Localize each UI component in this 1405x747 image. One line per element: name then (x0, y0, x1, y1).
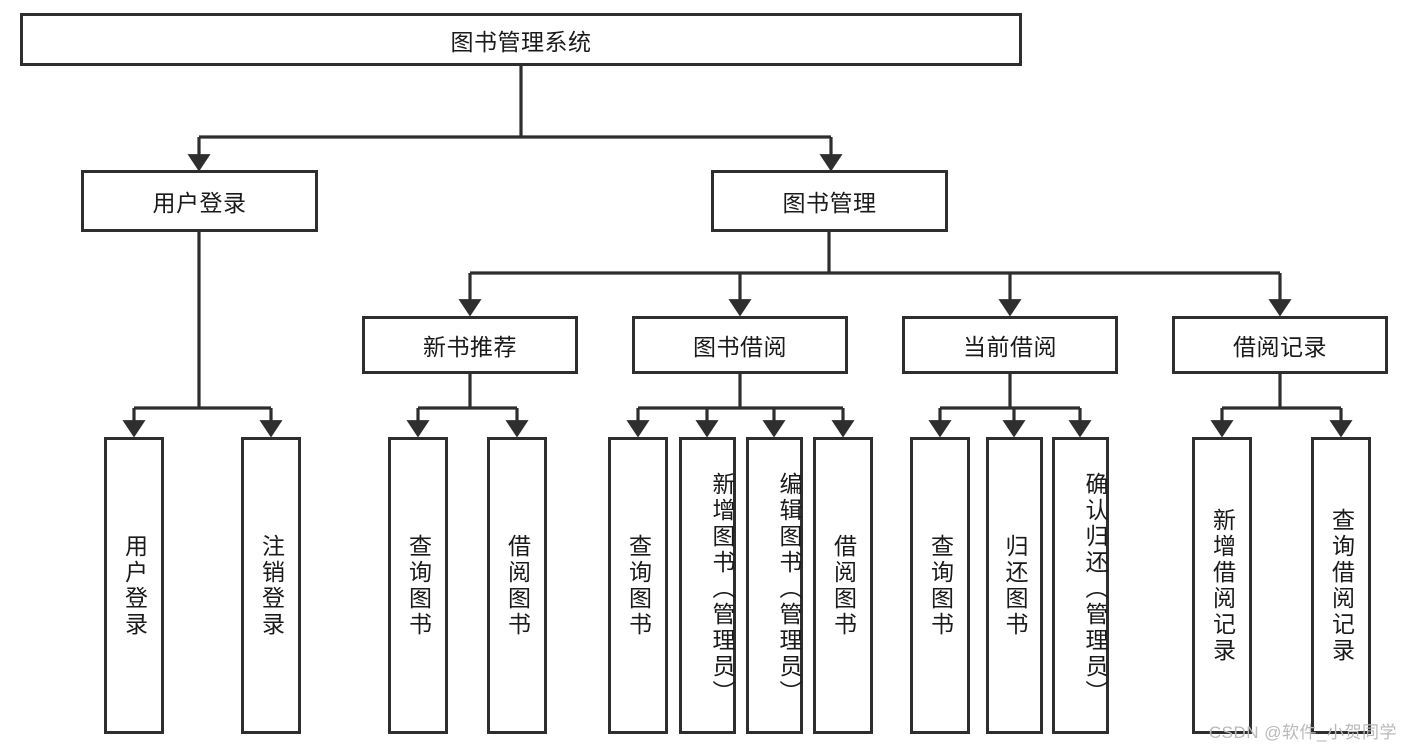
node-leaf-return-book-label: 归还图书 (1002, 533, 1028, 638)
node-leaf-borrow-book-label: 借阅图书 (830, 533, 857, 638)
node-leaf-edit-book[interactable]: 编辑图书（管理员） (746, 437, 803, 734)
node-root-label: 图书管理系统 (450, 28, 592, 55)
node-leaf-confirm-return-label: 确认归还（管理员） (1082, 471, 1108, 706)
node-leaf-user-login[interactable]: 用户登录 (104, 437, 164, 734)
node-book-borrow[interactable]: 图书借阅 (632, 316, 848, 374)
node-book-manage[interactable]: 图书管理 (711, 170, 948, 232)
node-book-manage-label: 图书管理 (782, 190, 877, 216)
node-leaf-add-book[interactable]: 新增图书（管理员） (679, 437, 736, 734)
node-root[interactable]: 图书管理系统 (20, 13, 1022, 66)
node-new-book-recommend-label: 新书推荐 (423, 334, 517, 360)
node-leaf-user-login-label: 用户登录 (121, 533, 148, 638)
node-new-book-recommend[interactable]: 新书推荐 (362, 316, 578, 374)
node-leaf-borrow-book-rec[interactable]: 借阅图书 (487, 437, 547, 734)
node-leaf-confirm-return[interactable]: 确认归还（管理员） (1052, 437, 1109, 734)
node-leaf-borrow-book[interactable]: 借阅图书 (813, 437, 873, 734)
node-leaf-edit-book-label: 编辑图书（管理员） (776, 471, 802, 706)
node-leaf-add-book-label: 新增图书（管理员） (709, 471, 735, 706)
node-user-login[interactable]: 用户登录 (81, 170, 318, 232)
node-leaf-user-logout[interactable]: 注销登录 (241, 437, 301, 734)
node-current-borrow[interactable]: 当前借阅 (902, 316, 1118, 374)
node-leaf-query-book-cur[interactable]: 查询图书 (910, 437, 970, 734)
node-borrow-record[interactable]: 借阅记录 (1172, 316, 1388, 374)
node-leaf-query-book[interactable]: 查询图书 (608, 437, 668, 734)
node-leaf-query-book-rec-label: 查询图书 (405, 533, 432, 638)
node-leaf-return-book[interactable]: 归还图书 (986, 437, 1043, 734)
node-leaf-query-book-label: 查询图书 (625, 533, 652, 638)
node-user-login-label: 用户登录 (152, 190, 247, 216)
node-book-borrow-label: 图书借阅 (693, 334, 787, 360)
node-leaf-query-record-label: 查询借阅记录 (1328, 507, 1355, 664)
csdn-watermark: CSDN @软件_小贺同学 (1208, 723, 1397, 742)
node-leaf-query-book-cur-label: 查询图书 (927, 533, 954, 638)
node-leaf-add-record-label: 新增借阅记录 (1209, 507, 1236, 664)
node-leaf-user-logout-label: 注销登录 (258, 533, 285, 638)
node-leaf-add-record[interactable]: 新增借阅记录 (1192, 437, 1252, 734)
node-leaf-query-record[interactable]: 查询借阅记录 (1311, 437, 1371, 734)
node-borrow-record-label: 借阅记录 (1233, 334, 1327, 360)
node-leaf-query-book-rec[interactable]: 查询图书 (388, 437, 448, 734)
node-current-borrow-label: 当前借阅 (963, 334, 1057, 360)
node-leaf-borrow-book-rec-label: 借阅图书 (504, 533, 531, 638)
